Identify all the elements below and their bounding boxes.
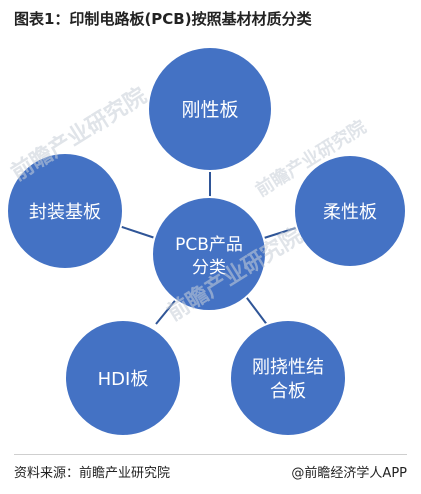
node-flexible-label: 柔性板 [323,202,377,223]
footer-divider [14,454,407,455]
node-hdi: HDI板 [64,319,182,437]
node-rigid-flex: 刚挠性结 合板 [229,319,347,437]
connector-package-substrate [118,225,156,239]
node-rigid-label: 刚性板 [181,99,238,121]
node-hdi-label: HDI板 [98,369,149,390]
brand-credit: @前瞻经济学人APP [291,466,407,481]
node-rigid-flex-label-line1: 刚挠性结 [252,357,324,378]
chart-title: 图表1：印制电路板(PCB)按照基材材质分类 [14,10,312,28]
connector-hdi [155,296,179,325]
source-note: 资料来源：前瞻产业研究院 [14,466,171,481]
center-node-label-line1: PCB产品 [175,235,243,255]
node-rigid: 刚性板 [147,46,273,172]
connector-rigid-flex [243,293,269,327]
center-node-label-line2: 分类 [192,258,226,278]
node-package-substrate-label: 封装基板 [29,202,101,223]
node-rigid-flex-label-line2: 合板 [270,381,306,402]
node-flexible: 柔性板 [293,154,407,268]
node-package-substrate: 封装基板 [6,152,124,270]
center-node: PCB产品 分类 [151,196,267,312]
